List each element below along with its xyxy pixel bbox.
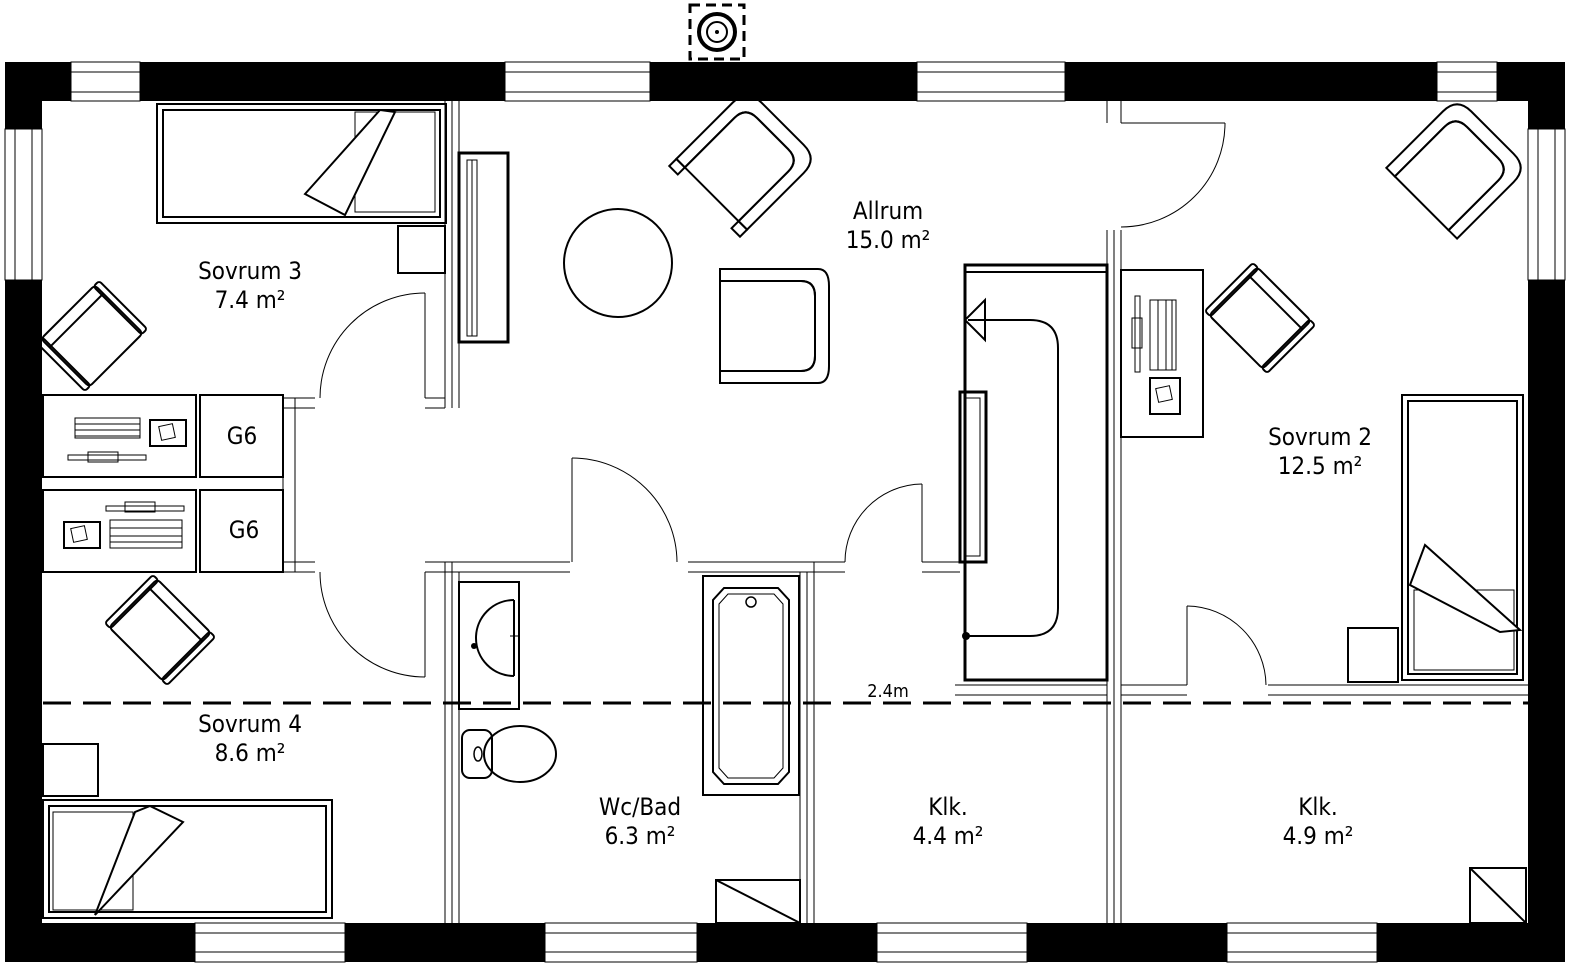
room-klk1: Klk. 4.4 m²: [913, 793, 984, 850]
nightstand: [42, 743, 99, 797]
room-name: Sovrum 4: [198, 710, 302, 738]
room-sovrum2: Sovrum 2 12.5 m²: [1268, 423, 1372, 480]
room-name: Klk.: [928, 793, 968, 821]
toilet-icon: [461, 725, 557, 783]
fireplace-icon: [688, 3, 746, 61]
room-name: Allrum: [853, 197, 923, 225]
room-sovrum4: Sovrum 4 8.6 m²: [198, 710, 302, 767]
room-area: 6.3 m²: [605, 822, 676, 850]
armchair-icon: [37, 281, 147, 391]
room-wcbad: Wc/Bad 6.3 m²: [599, 793, 681, 850]
room-name: Sovrum 3: [198, 257, 302, 285]
nightstand: [397, 225, 446, 274]
room-name: Klk.: [1298, 793, 1338, 821]
round-table-icon: [563, 208, 673, 318]
room-name: Wc/Bad: [599, 793, 681, 821]
armchair-icon: [719, 268, 830, 384]
room-name: Sovrum 2: [1268, 423, 1372, 451]
room-sovrum3: Sovrum 3 7.4 m²: [198, 257, 302, 314]
armchair-icon: [1384, 103, 1522, 241]
sink-icon: [458, 581, 520, 710]
closet-icon: [1469, 867, 1527, 924]
room-allrum: Allrum 15.0 m²: [846, 197, 931, 254]
bed-icon: [1401, 394, 1524, 681]
armchair-icon: [667, 94, 812, 239]
desk-icon: [1120, 269, 1204, 438]
closet-icon: [715, 879, 801, 924]
nightstand: [1347, 627, 1399, 683]
bed-icon: [42, 799, 333, 919]
room-area: 15.0 m²: [846, 226, 931, 254]
room-area: 7.4 m²: [215, 286, 286, 314]
window-icon: [4, 61, 1566, 963]
desk-icon: [42, 394, 284, 573]
door-swing-icon: [319, 122, 1267, 686]
room-area: 8.6 m²: [215, 739, 286, 767]
height-line-label: 2.4m: [867, 681, 909, 702]
armchair-icon: [1205, 263, 1315, 373]
armchair-icon: [105, 575, 215, 685]
sofa-icon: [962, 263, 1109, 682]
cabinet-label-top: G6: [227, 422, 257, 450]
bathtub-icon: [702, 575, 800, 796]
room-area: 4.9 m²: [1283, 822, 1354, 850]
room-area: 4.4 m²: [913, 822, 984, 850]
tv-unit: [958, 390, 988, 564]
room-area: 12.5 m²: [1278, 452, 1363, 480]
exterior-walls: [5, 62, 1565, 962]
bookshelf: [457, 151, 510, 344]
cabinet-label-bottom: G6: [229, 516, 259, 544]
room-klk2: Klk. 4.9 m²: [1283, 793, 1354, 850]
bed-icon: [156, 103, 447, 224]
